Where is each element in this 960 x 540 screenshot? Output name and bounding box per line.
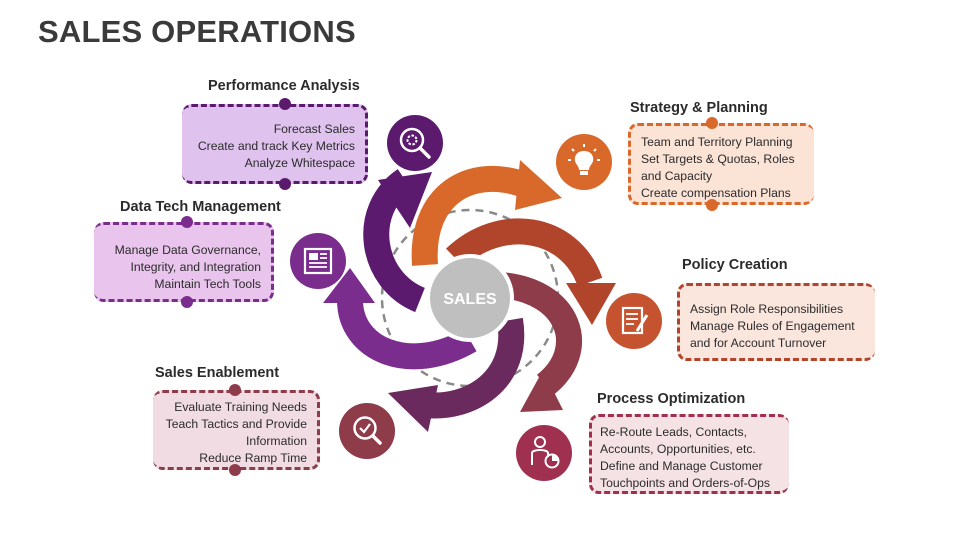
arrowhead-maroon (520, 370, 563, 412)
policy-line-3: and for Account Turnover (690, 336, 827, 350)
arrowhead-plum (388, 385, 438, 432)
arc-maroon (498, 272, 582, 396)
datatech-line-1: Manage Data Governance, (114, 243, 261, 257)
strategy-line-3: and Capacity (641, 169, 713, 183)
strategy-line-4: Create compensation Plans (641, 186, 791, 200)
connector-dot (706, 117, 718, 129)
heading-sales-enablement: Sales Enablement (155, 365, 280, 381)
process-line-3: Define and Manage Customer (600, 459, 763, 473)
arrowhead-purple-mid (323, 268, 375, 303)
document-pen-icon (606, 293, 662, 349)
heading-performance-analysis: Performance Analysis (208, 78, 360, 94)
magnifier-check-icon (339, 403, 395, 459)
policy-line-2: Manage Rules of Engagement (690, 319, 855, 333)
process-line-4: Touchpoints and Orders-of-Ops (600, 476, 771, 490)
connector-dot (706, 199, 718, 211)
box-data-tech-management: Manage Data Governance, Integrity, and I… (94, 222, 274, 302)
person-chart-icon (516, 425, 572, 481)
enablement-line-4: Reduce Ramp Time (199, 451, 307, 465)
arc-rust (446, 218, 603, 288)
box-strategy-planning: Team and Territory Planning Set Targets … (628, 123, 814, 205)
datatech-line-3: Maintain Tech Tools (154, 277, 261, 291)
center-label: SALES (443, 291, 497, 308)
enablement-line-3: Information (246, 434, 307, 448)
heading-strategy-planning: Strategy & Planning (630, 100, 768, 116)
connector-dot (279, 98, 291, 110)
connector-dot (279, 178, 291, 190)
arrowhead-purple-dark (378, 172, 432, 228)
policy-line-1: Assign Role Responsibilities (690, 302, 844, 316)
box-performance-analysis: Forecast Sales Create and track Key Metr… (182, 104, 368, 184)
connector-dot (181, 216, 193, 228)
arrowhead-orange (515, 160, 562, 210)
performance-line-1: Forecast Sales (273, 122, 355, 136)
box-sales-enablement: Evaluate Training Needs Teach Tactics an… (153, 390, 320, 470)
connector-dot (229, 384, 241, 396)
connector-dot (181, 296, 193, 308)
arc-orange (411, 165, 530, 266)
box-process-optimization: Re-Route Leads, Contacts, Accounts, Oppo… (589, 414, 789, 494)
enablement-line-1: Evaluate Training Needs (174, 400, 307, 414)
connector-dot (229, 464, 241, 476)
strategy-line-2: Set Targets & Quotas, Roles (641, 152, 795, 166)
arc-plum (423, 317, 525, 419)
heading-data-tech-management: Data Tech Management (120, 199, 281, 215)
brain-lightbulb-icon (556, 134, 612, 190)
performance-line-3: Analyze Whitespace (244, 156, 355, 170)
arc-purple-mid (337, 299, 477, 370)
enablement-line-2: Teach Tactics and Provide (165, 417, 307, 431)
performance-line-2: Create and track Key Metrics (197, 139, 355, 153)
strategy-line-1: Team and Territory Planning (641, 135, 793, 149)
box-policy-creation: Assign Role Responsibilities Manage Rule… (677, 283, 875, 361)
process-line-2: Accounts, Opportunities, etc. (600, 442, 756, 456)
page-title: SALES OPERATIONS (38, 14, 356, 49)
heading-policy-creation: Policy Creation (682, 257, 788, 273)
center-circle (426, 254, 514, 342)
process-line-1: Re-Route Leads, Contacts, (600, 425, 748, 439)
datatech-line-2: Integrity, and Integration (130, 260, 261, 274)
magnifier-gear-icon (387, 115, 443, 171)
arrowhead-rust (566, 283, 616, 325)
newspaper-icon (290, 233, 346, 289)
heading-process-optimization: Process Optimization (597, 391, 746, 407)
